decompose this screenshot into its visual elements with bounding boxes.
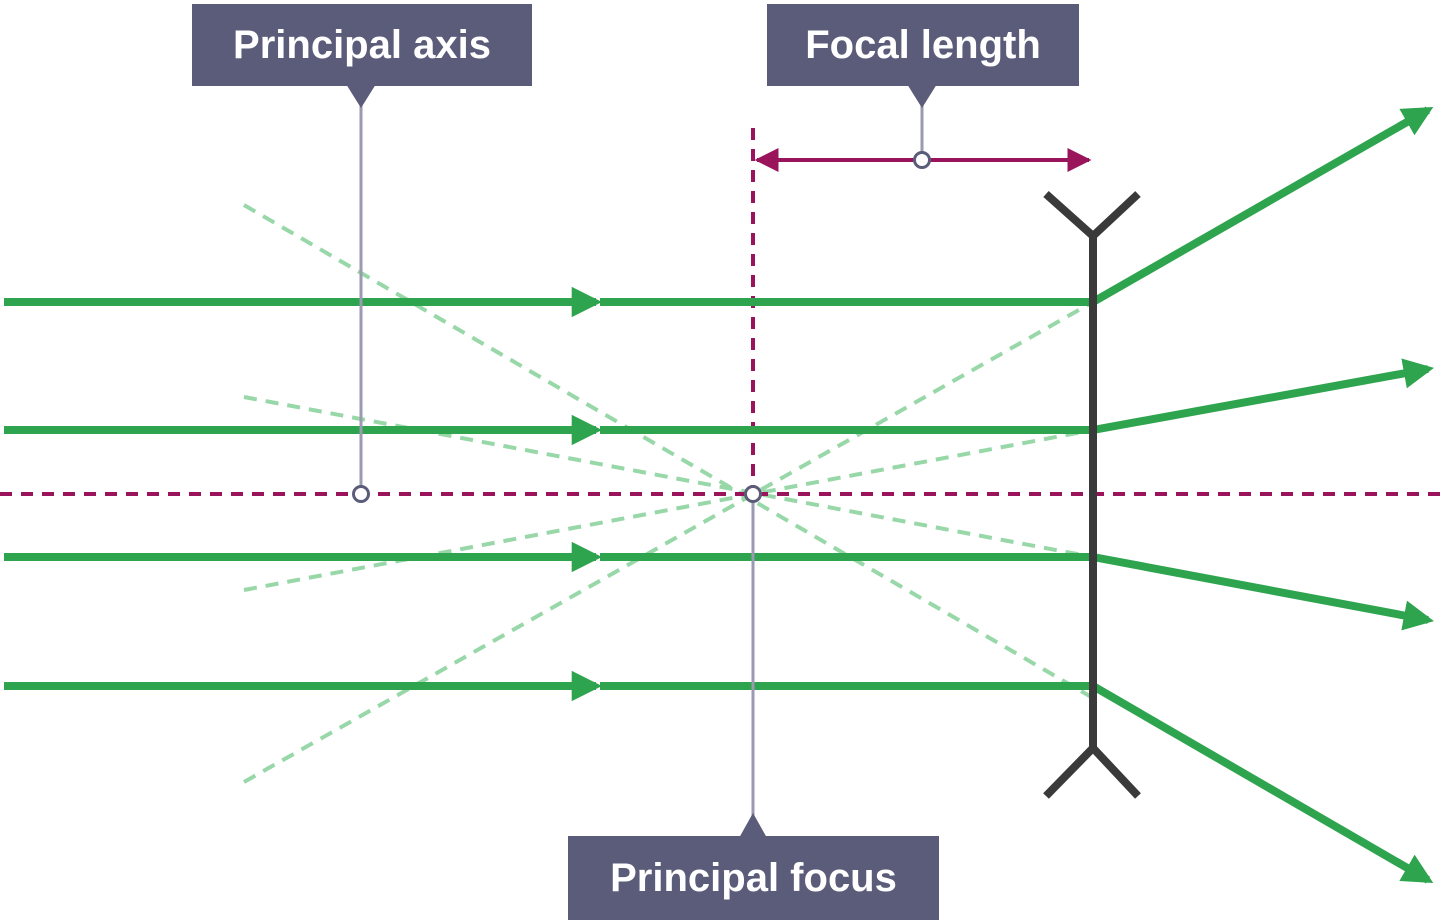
- refracted-ray-2: [1092, 358, 1434, 434]
- diverging-lens: [1043, 191, 1141, 799]
- focal-length-label: Focal length: [767, 4, 1079, 86]
- lens-top-cap: [1043, 191, 1141, 242]
- principal-focus-label: Principal focus: [568, 836, 939, 920]
- principal-focus-pointer: [739, 813, 767, 838]
- virtual-ray-4: [243, 300, 1094, 784]
- virtual-ray-3: [243, 428, 1094, 592]
- refracted-rays: [1090, 106, 1434, 884]
- principal-axis-point: [352, 485, 370, 503]
- focal-length-point: [913, 151, 931, 169]
- virtual-ray-1: [242, 203, 1095, 700]
- virtual-rays: [242, 203, 1095, 784]
- principal-axis-label: Principal axis: [192, 4, 532, 86]
- callout-leaders: [359, 98, 924, 822]
- principal-focus-point: [744, 485, 762, 503]
- point-markers: [352, 151, 931, 503]
- callout-pointers: [346, 84, 937, 838]
- incident-rays: [4, 286, 1093, 702]
- refracted-ray-4: [1090, 682, 1434, 884]
- focal-length-pointer: [907, 84, 937, 108]
- lens-bottom-cap: [1043, 742, 1141, 799]
- refracted-ray-1: [1091, 106, 1434, 306]
- virtual-ray-2: [243, 395, 1094, 559]
- refracted-ray-3: [1092, 553, 1434, 631]
- principal-axis-pointer: [346, 84, 376, 108]
